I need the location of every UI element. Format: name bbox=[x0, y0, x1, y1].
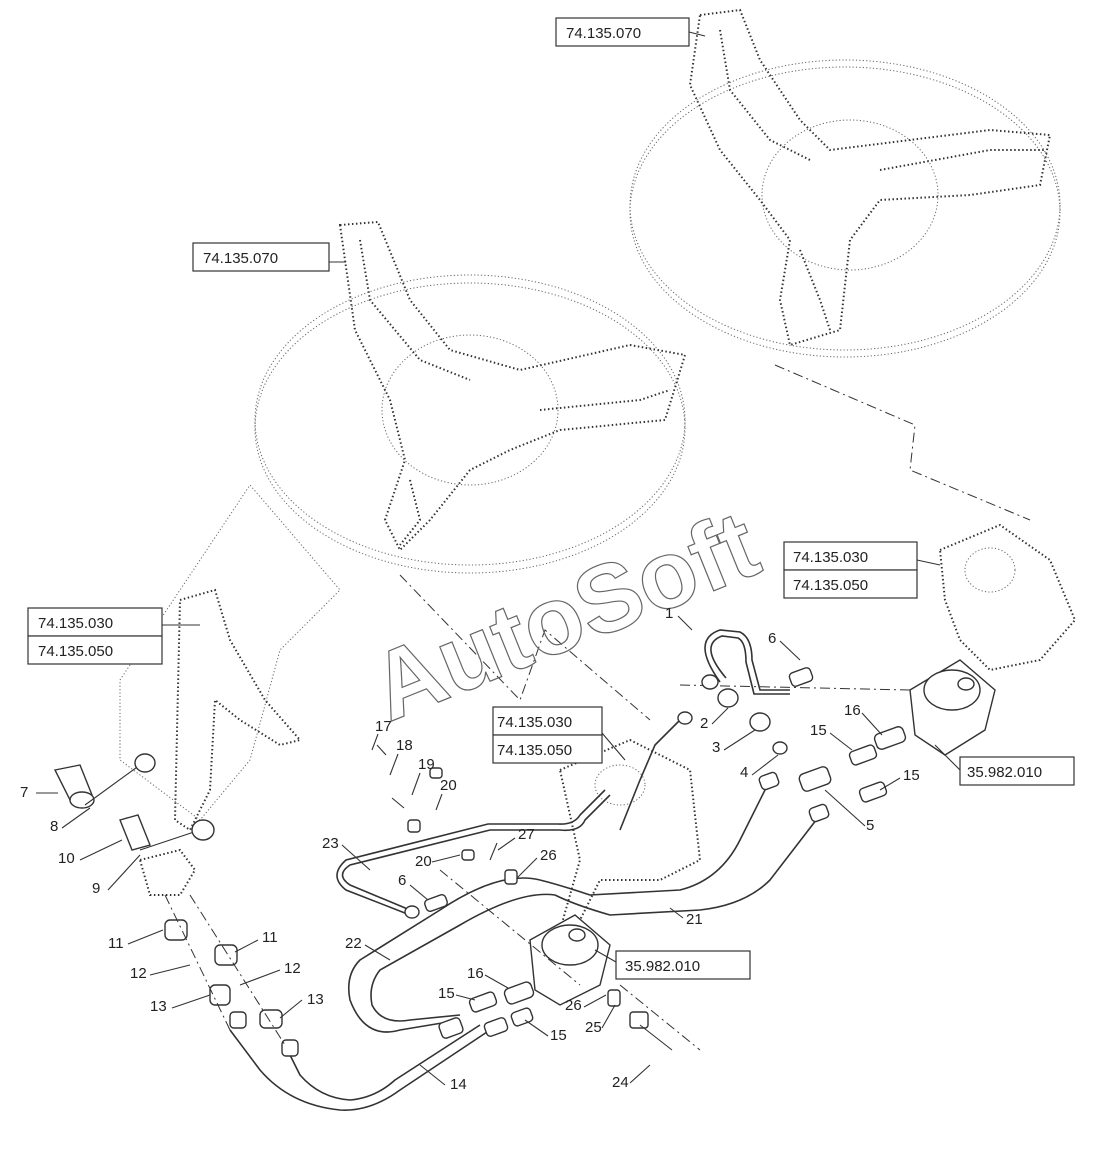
ref-label: 35.982.010 bbox=[625, 958, 700, 975]
watermark-text: AutoSoft bbox=[357, 491, 773, 742]
callout-12-right: 12 bbox=[284, 960, 301, 977]
callout-2: 2 bbox=[700, 715, 708, 732]
callout-26-lower: 26 bbox=[565, 997, 582, 1014]
ref-box-35-982-010-center[interactable]: 35.982.010 bbox=[594, 949, 751, 980]
control-levers bbox=[53, 753, 299, 1057]
callout-11-left: 11 bbox=[108, 935, 124, 952]
callout-23: 23 bbox=[322, 835, 339, 852]
callout-13-left: 13 bbox=[150, 998, 167, 1015]
callout-10: 10 bbox=[58, 850, 75, 867]
frame-bracket-right bbox=[938, 523, 1077, 672]
callout-25: 25 bbox=[585, 1019, 602, 1036]
callout-15-d: 15 bbox=[550, 1027, 567, 1044]
callout-12-left: 12 bbox=[130, 965, 147, 982]
callouts: 1 2 3 4 5 6 6 7 8 9 10 11 11 12 12 13 13 bbox=[20, 605, 920, 1093]
callout-8: 8 bbox=[50, 818, 58, 835]
callout-19: 19 bbox=[418, 756, 435, 773]
callout-16-b: 16 bbox=[467, 965, 484, 982]
callout-11-right: 11 bbox=[262, 929, 278, 946]
hydraulic-lines bbox=[229, 629, 821, 1111]
callout-14: 14 bbox=[450, 1076, 467, 1093]
callout-16-a: 16 bbox=[844, 702, 861, 719]
callout-20-lower: 20 bbox=[415, 853, 432, 870]
callout-1: 1 bbox=[665, 605, 673, 622]
callout-15-a: 15 bbox=[810, 722, 827, 739]
fittings bbox=[376, 667, 907, 1051]
disc-assembly-middle-left bbox=[254, 220, 687, 574]
callout-3: 3 bbox=[712, 739, 720, 756]
centerlines bbox=[399, 364, 1031, 1051]
gearbox-right bbox=[909, 659, 996, 756]
callout-24: 24 bbox=[612, 1074, 629, 1091]
callout-27: 27 bbox=[518, 826, 535, 843]
frame-member-left bbox=[119, 484, 341, 832]
callout-21: 21 bbox=[686, 911, 703, 928]
callout-4: 4 bbox=[740, 764, 748, 781]
callout-15-c: 15 bbox=[438, 985, 455, 1002]
ref-label: 74.135.030 bbox=[38, 615, 113, 632]
ref-box-74-135-030-right[interactable]: 74.135.030 74.135.050 bbox=[783, 541, 941, 599]
ref-label: 74.135.070 bbox=[203, 250, 278, 267]
gearbox-center bbox=[529, 914, 611, 1006]
ref-box-74-135-030-center[interactable]: 74.135.030 74.135.050 bbox=[492, 706, 626, 764]
ref-box-74-135-030-left[interactable]: 74.135.030 74.135.050 bbox=[27, 607, 200, 665]
ref-label: 74.135.070 bbox=[566, 25, 641, 42]
ref-label: 74.135.050 bbox=[793, 577, 868, 594]
callout-13-right: 13 bbox=[307, 991, 324, 1008]
ref-label: 74.135.030 bbox=[497, 714, 572, 731]
callout-9: 9 bbox=[92, 880, 100, 897]
callout-20-upper: 20 bbox=[440, 777, 457, 794]
callout-6-lower: 6 bbox=[398, 872, 406, 889]
callout-5: 5 bbox=[866, 817, 874, 834]
callout-6-upper: 6 bbox=[768, 630, 776, 647]
ref-box-74-135-070-middle[interactable]: 74.135.070 bbox=[192, 242, 346, 272]
ref-box-35-982-010-right[interactable]: 35.982.010 bbox=[934, 744, 1075, 786]
disc-assembly-upper-right bbox=[629, 8, 1061, 358]
callout-22: 22 bbox=[345, 935, 362, 952]
ref-box-74-135-070-upper[interactable]: 74.135.070 bbox=[555, 17, 706, 47]
callout-18: 18 bbox=[396, 737, 413, 754]
ref-label: 74.135.050 bbox=[497, 742, 572, 759]
callout-7: 7 bbox=[20, 784, 28, 801]
callout-15-b: 15 bbox=[903, 767, 920, 784]
callout-26-upper: 26 bbox=[540, 847, 557, 864]
ref-label: 74.135.050 bbox=[38, 643, 113, 660]
frame-bracket-center bbox=[558, 738, 702, 931]
ref-label: 74.135.030 bbox=[793, 549, 868, 566]
callout-17: 17 bbox=[375, 718, 392, 735]
ref-label: 35.982.010 bbox=[967, 764, 1042, 781]
